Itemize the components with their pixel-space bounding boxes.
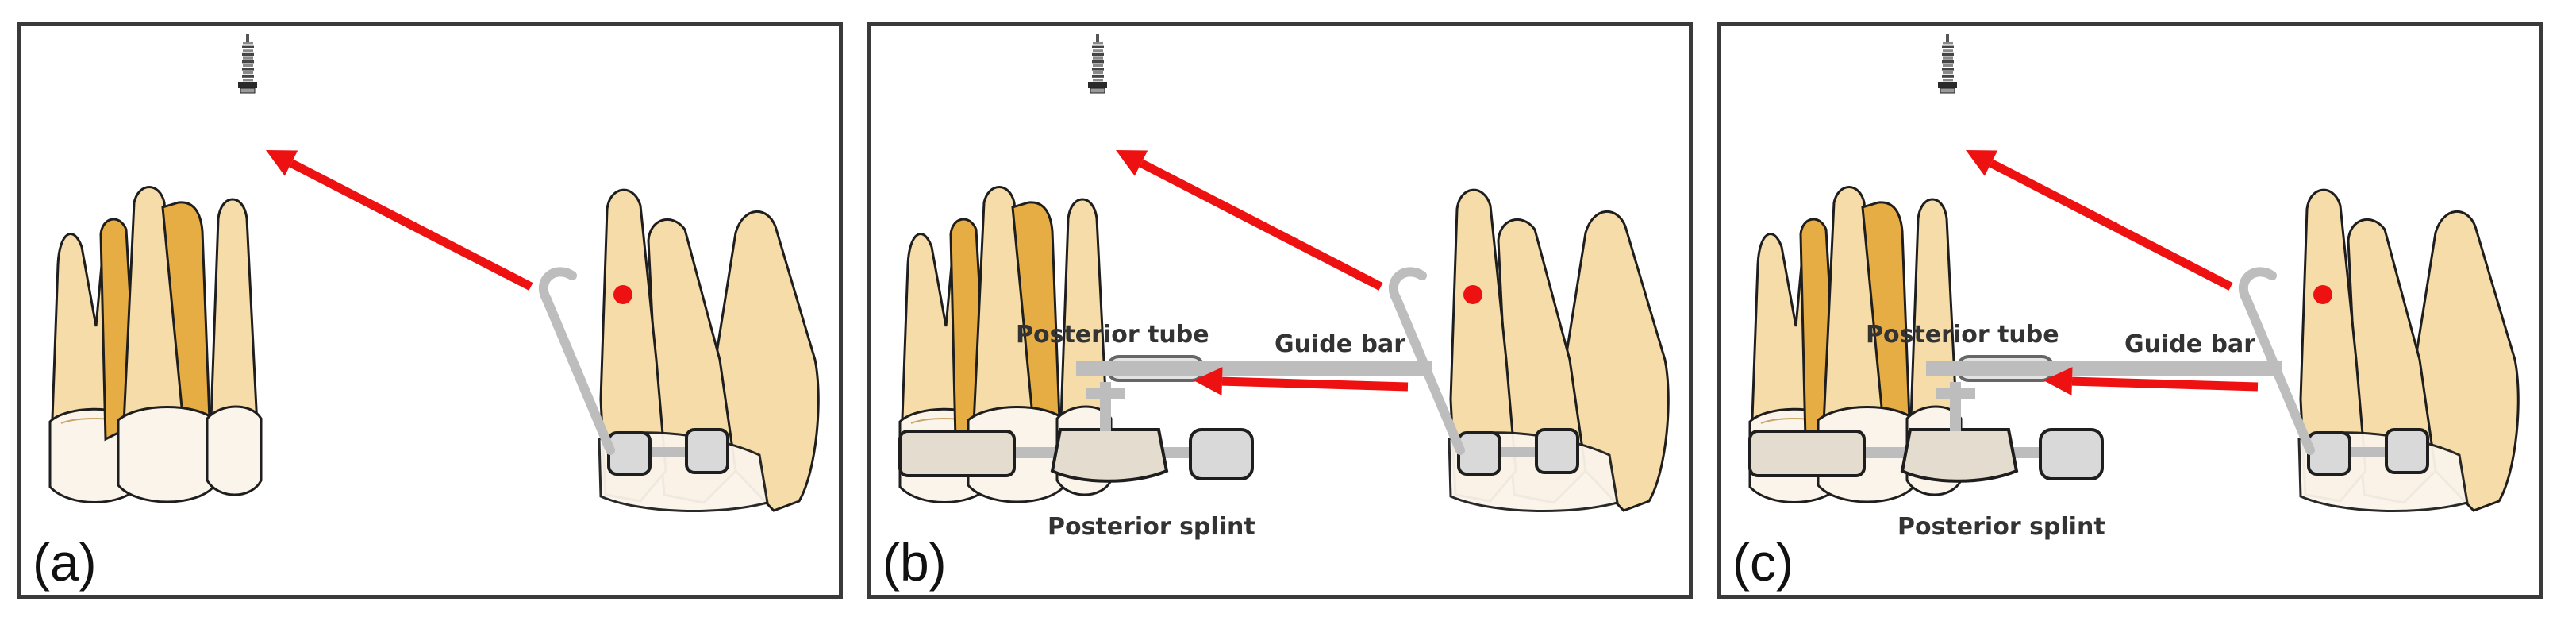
splint-pad-1 — [898, 430, 1016, 477]
panel-label-a: (a) — [33, 533, 97, 592]
splint-pad-2 — [1050, 428, 1169, 483]
panel-a-drawing — [48, 34, 820, 512]
hook-arm — [1926, 267, 2315, 455]
posterior-splint-label: Posterior splint — [1048, 513, 1255, 541]
panel-a: (a) — [17, 22, 843, 599]
retraction-arrow — [1194, 367, 1409, 396]
second-premolar — [99, 186, 217, 503]
guide-bar-label: Guide bar — [2124, 330, 2255, 358]
reference-dot — [613, 285, 632, 304]
posterior-tube-label: Posterior tube — [1866, 321, 2059, 349]
reference-dot — [1463, 285, 1482, 304]
panel-label-b: (b) — [882, 533, 947, 592]
splint-pad-2 — [1900, 428, 2019, 483]
hook-arm — [538, 267, 615, 455]
mini-screw-icon — [1938, 34, 1957, 94]
guide-bar — [1926, 361, 2282, 376]
bracket-1 — [1457, 431, 1501, 476]
posterior-splint-label: Posterior splint — [1897, 513, 2105, 541]
bracket-2 — [2385, 428, 2429, 474]
intrusion-arrow — [1966, 150, 2233, 291]
anterior-teeth — [2297, 188, 2520, 512]
reference-dot — [2313, 285, 2332, 304]
guide-bar — [1076, 361, 1432, 376]
bracket-2 — [1535, 428, 1579, 474]
molar-bracket — [1189, 428, 1254, 480]
first-premolar — [206, 198, 263, 496]
posterior-tube-label: Posterior tube — [1016, 321, 1209, 349]
anterior-brackets — [2307, 428, 2429, 476]
retraction-arrow — [2043, 367, 2259, 396]
mini-screw-icon — [1088, 34, 1107, 94]
scene-group — [48, 34, 820, 512]
bracket-1 — [607, 431, 652, 476]
panel-label-c: (c) — [1732, 533, 1794, 592]
guide-bar-label: Guide bar — [1275, 330, 1405, 358]
bracket-2 — [685, 428, 729, 474]
splint-pad-1 — [1748, 430, 1866, 477]
molar-bracket — [2039, 428, 2104, 480]
intrusion-arrow — [266, 150, 533, 291]
mini-screw-icon — [238, 34, 257, 94]
hook-arm — [1076, 267, 1465, 455]
intrusion-arrow — [1116, 150, 1383, 291]
anterior-teeth — [1448, 188, 1670, 512]
bracket-1 — [2307, 431, 2351, 476]
